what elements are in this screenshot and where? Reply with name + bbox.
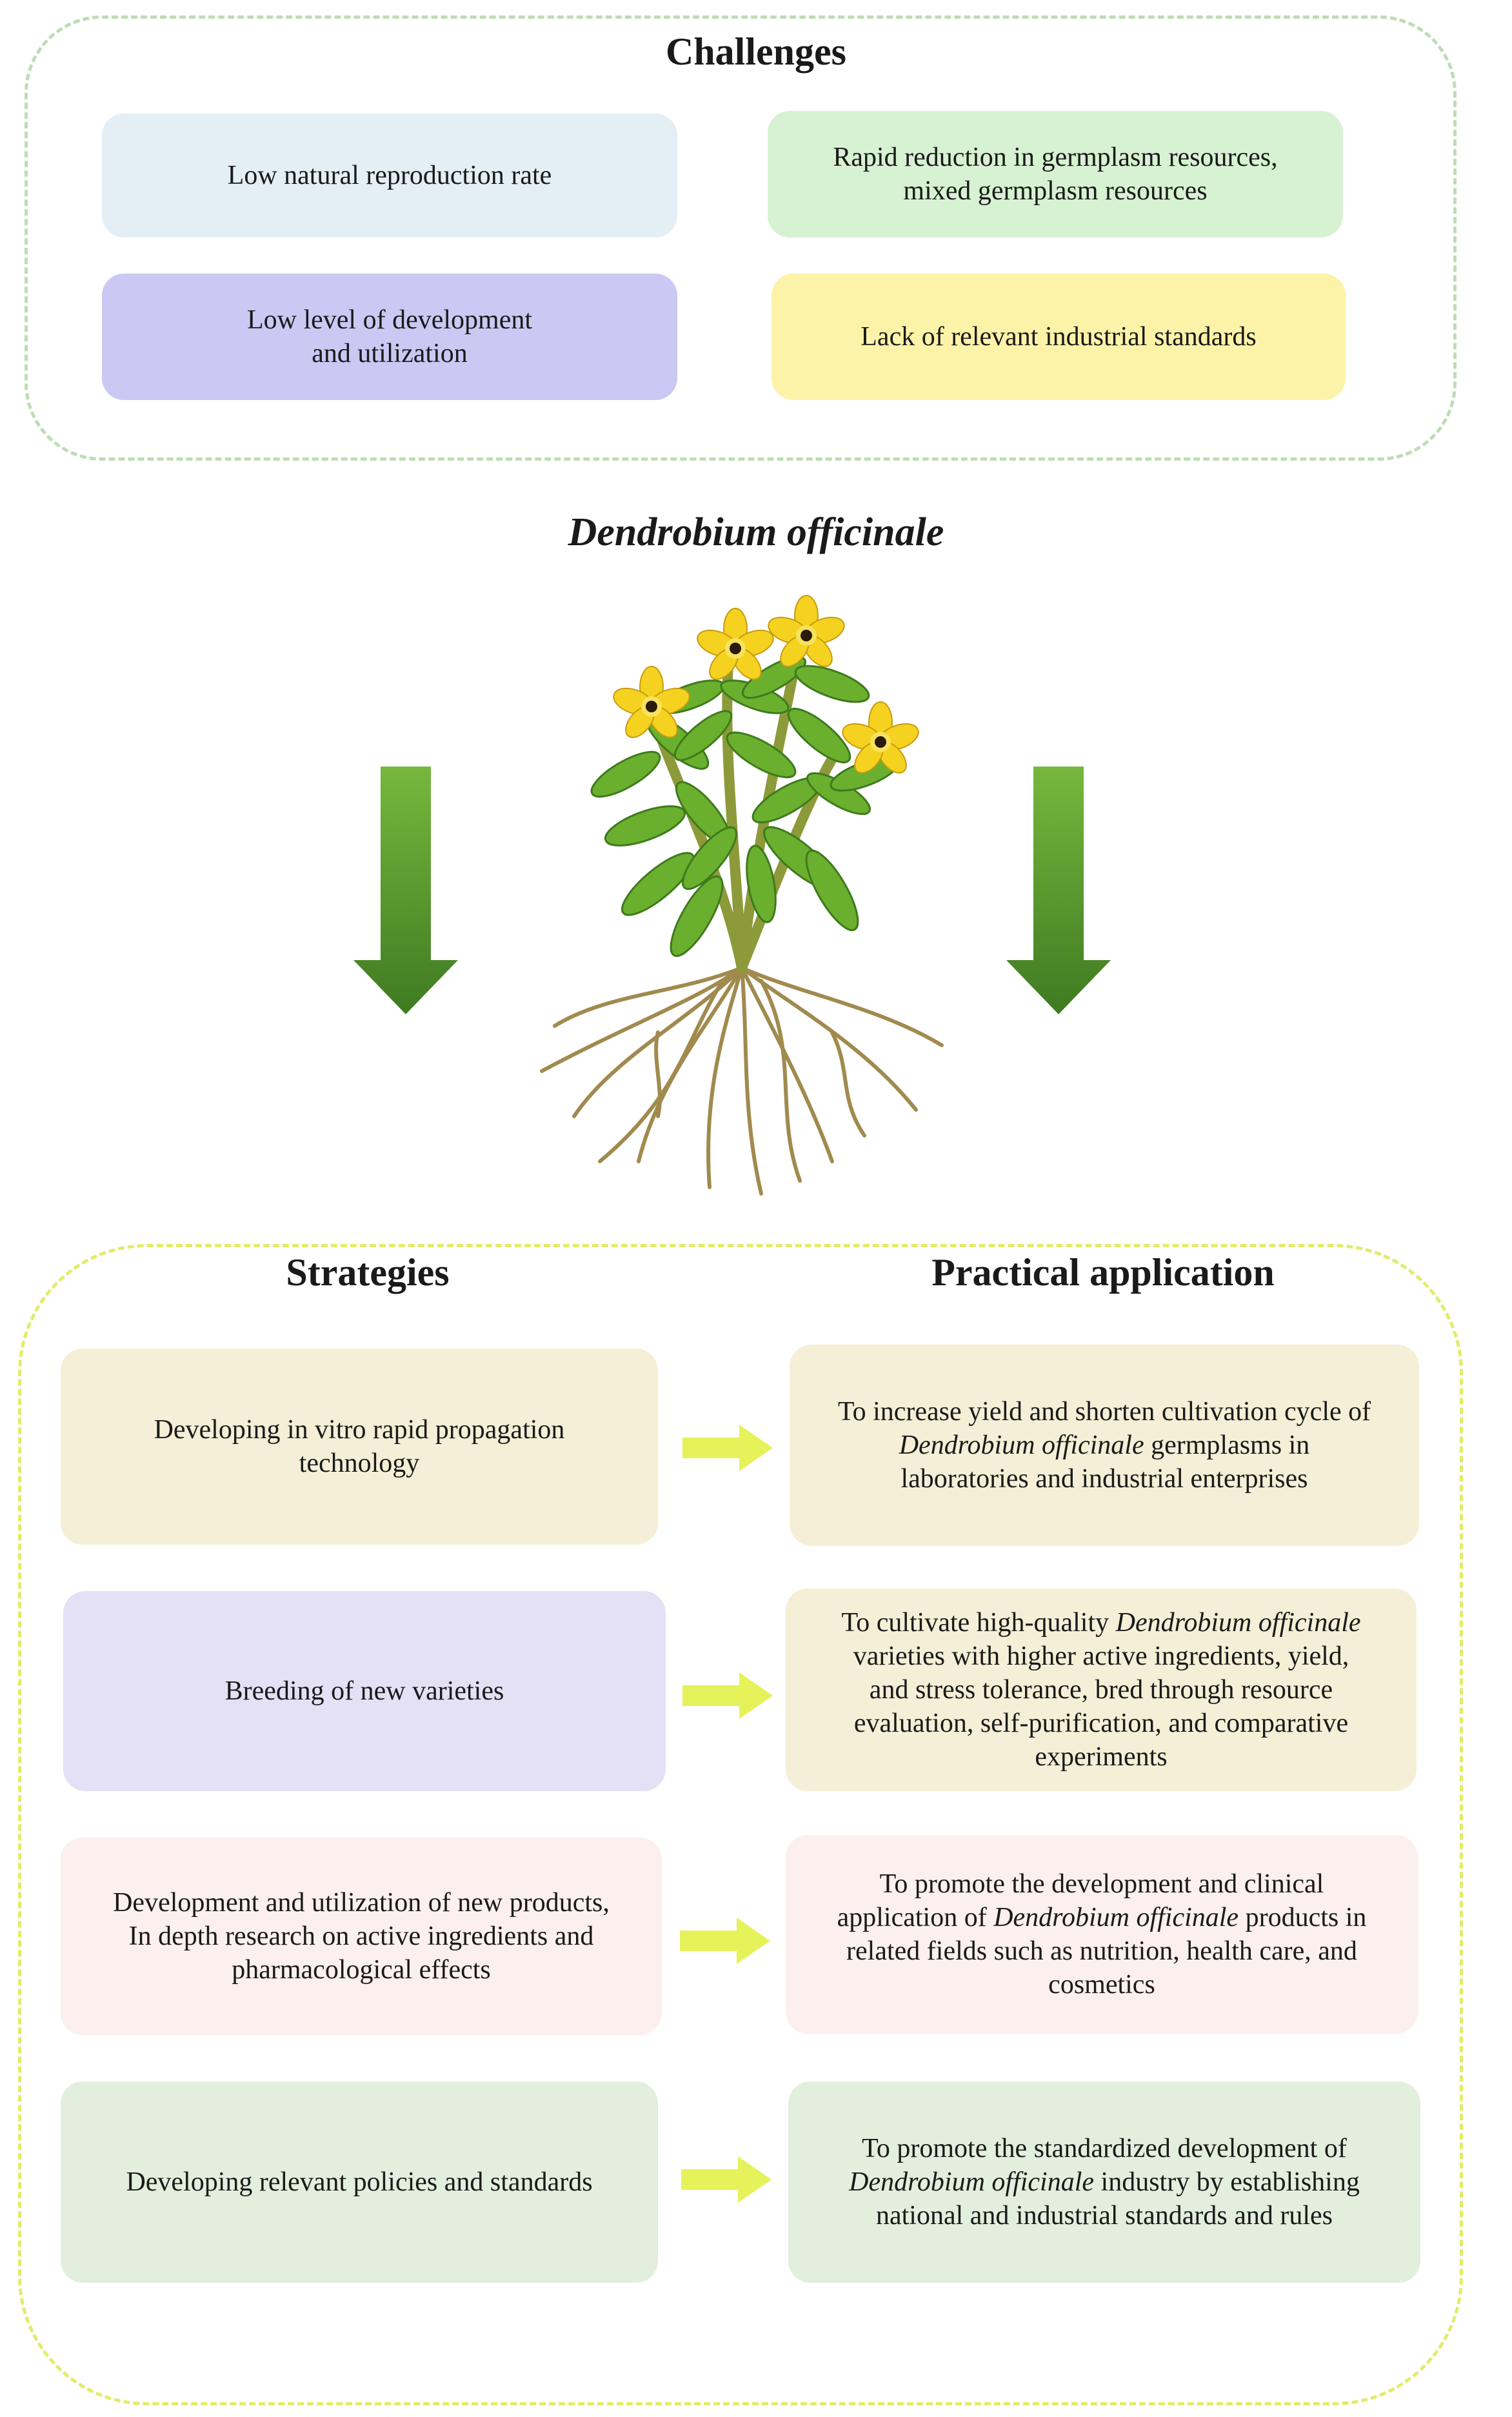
strategy-breeding-varieties: Breeding of new varieties xyxy=(63,1591,666,1791)
challenge-text: Low natural reproduction rate xyxy=(227,161,552,190)
application-standardized-industry: To promote the standardized development … xyxy=(788,2081,1420,2283)
application-text-line: To promote the development and clinical xyxy=(879,1869,1324,1899)
application-text-line: To promote the standardized development … xyxy=(862,2134,1347,2163)
challenge-text-line: Low level of development xyxy=(246,305,533,335)
challenges-panel xyxy=(25,15,1457,461)
application-text-line: and stress tolerance, bred through resou… xyxy=(869,1675,1333,1705)
species-name: Dendrobium officinale xyxy=(849,2167,1095,2197)
right-arrow-icon xyxy=(681,2156,771,2203)
application-text-line: germplasms in xyxy=(1144,1430,1310,1460)
right-down-arrow-icon xyxy=(1006,767,1111,1014)
challenge-text-line: mixed germplasm resources xyxy=(903,176,1208,206)
leaves xyxy=(590,656,899,958)
application-text-line: cosmetics xyxy=(1048,1970,1155,2000)
challenge-standards: Lack of relevant industrial standards xyxy=(771,274,1346,400)
application-text-line: evaluation, self-purification, and compa… xyxy=(853,1709,1349,1738)
strategy-text-line: technology xyxy=(299,1449,420,1478)
challenges-title: Challenges xyxy=(665,30,847,73)
challenge-text-line: Rapid reduction in germplasm resources, xyxy=(833,143,1278,172)
roots xyxy=(540,966,944,1196)
application-text-line: industry by establishing xyxy=(1094,2167,1360,2197)
species-name: Dendrobium officinale xyxy=(1115,1608,1361,1638)
strategy-in-vitro-propagation: Developing in vitro rapid propagation te… xyxy=(61,1349,658,1545)
right-arrow-icon xyxy=(682,1425,773,1471)
strategy-text-line: Developing in vitro rapid propagation xyxy=(154,1415,565,1445)
strategy-text-line: In depth research on active ingredients … xyxy=(128,1921,594,1951)
application-text-line: laboratories and industrial enterprises xyxy=(900,1464,1308,1494)
right-arrow-icon xyxy=(682,1672,773,1719)
right-arrow-icon xyxy=(680,1918,770,1964)
dendrobium-plant-illustration xyxy=(540,595,944,1196)
application-promote-products: To promote the development and clinical … xyxy=(786,1835,1418,2034)
challenge-low-development: Low level of development and utilization xyxy=(102,274,677,400)
strategy-text-line: pharmacological effects xyxy=(232,1955,491,1985)
application-text-line: products in xyxy=(1238,1903,1367,1932)
flowers xyxy=(613,595,919,774)
application-increase-yield: To increase yield and shorten cultivatio… xyxy=(790,1345,1419,1546)
application-cultivate-varieties: To cultivate high-quality Dendrobium off… xyxy=(786,1589,1417,1791)
application-text-line: application of xyxy=(837,1903,994,1932)
strategy-policies-standards: Developing relevant policies and standar… xyxy=(61,2081,658,2283)
strategies-panel xyxy=(18,1244,1463,2405)
practical-application-title: Practical application xyxy=(931,1251,1275,1294)
application-text-line: experiments xyxy=(1035,1742,1168,1772)
application-text-line: To increase yield and shorten cultivatio… xyxy=(837,1397,1371,1427)
strategies-title: Strategies xyxy=(286,1251,450,1294)
strategy-text: Breeding of new varieties xyxy=(224,1676,504,1706)
challenge-germplasm: Rapid reduction in germplasm resources, … xyxy=(768,111,1343,237)
application-text-line: To cultivate high-quality xyxy=(841,1608,1116,1638)
application-text-line: varieties with higher active ingredients… xyxy=(853,1641,1349,1671)
species-name: Dendrobium officinale xyxy=(993,1903,1239,1932)
application-text-line: related fields such as nutrition, health… xyxy=(846,1936,1357,1966)
species-name: Dendrobium officinale xyxy=(899,1430,1144,1460)
left-down-arrow-icon xyxy=(353,767,458,1014)
strategy-text-line: Development and utilization of new produ… xyxy=(113,1888,610,1918)
challenge-text: Lack of relevant industrial standards xyxy=(860,322,1257,352)
strategy-text: Developing relevant policies and standar… xyxy=(126,2167,593,2197)
application-text-line: national and industrial standards and ru… xyxy=(876,2201,1333,2231)
challenge-low-reproduction: Low natural reproduction rate xyxy=(102,114,677,237)
strategy-new-products: Development and utilization of new produ… xyxy=(61,1838,662,2035)
plant-name: Dendrobium officinale xyxy=(568,510,944,554)
challenge-text-line: and utilization xyxy=(312,339,468,368)
